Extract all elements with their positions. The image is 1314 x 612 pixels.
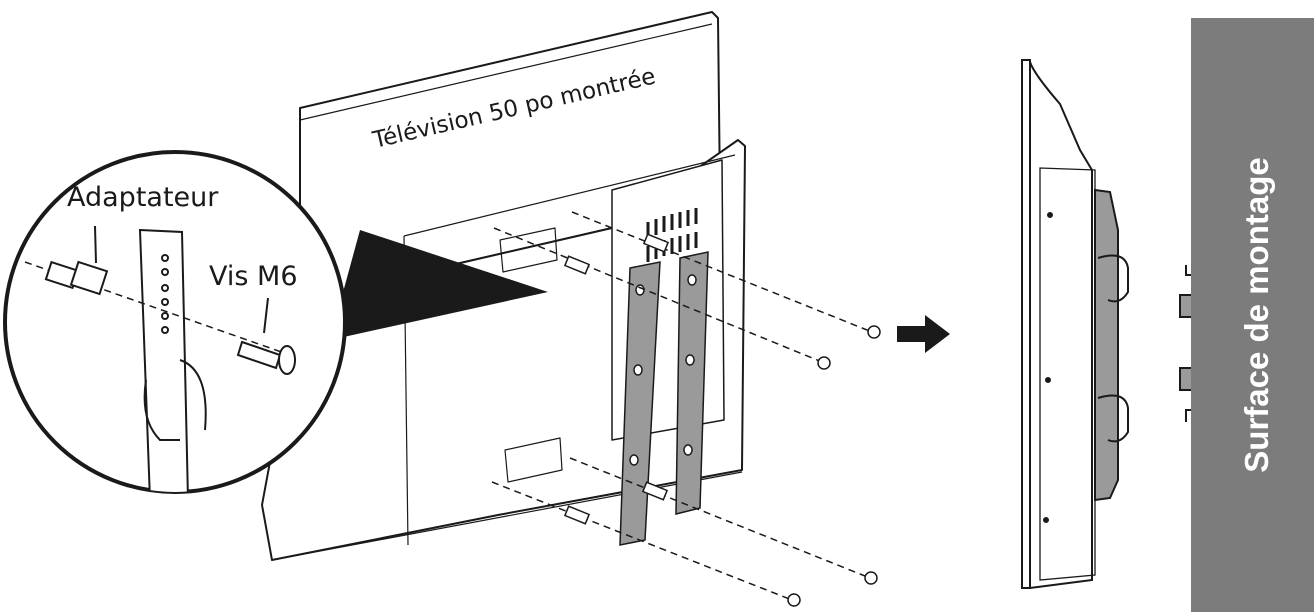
tv-vents [646, 208, 698, 262]
screw-label: Vis M6 [209, 261, 298, 292]
tv-back-sticker-bottom [504, 437, 563, 483]
m6-screw-part [236, 340, 296, 375]
wall-plate-profile [1179, 265, 1193, 422]
arrow-right-icon [897, 315, 950, 353]
mounting-surface-label: Surface de montage [1238, 157, 1275, 472]
magnified-bracket [138, 228, 190, 492]
magnifier-pointer [330, 230, 548, 340]
mounting-surface: Surface de montage [1191, 18, 1314, 612]
tv-bracket-arms [619, 251, 709, 546]
tv-back-sticker-top [499, 227, 558, 273]
side-view-bracket [1094, 188, 1119, 502]
tv-adapters [563, 233, 670, 525]
tv-screws [787, 325, 881, 607]
screw-guide-lines [491, 211, 873, 601]
tv-side-view [1021, 59, 1129, 590]
adapter-part [44, 260, 109, 296]
adapter-label: Adaptateur [67, 182, 219, 213]
magnifier-callout: Adaptateur Vis M6 [3, 150, 548, 494]
